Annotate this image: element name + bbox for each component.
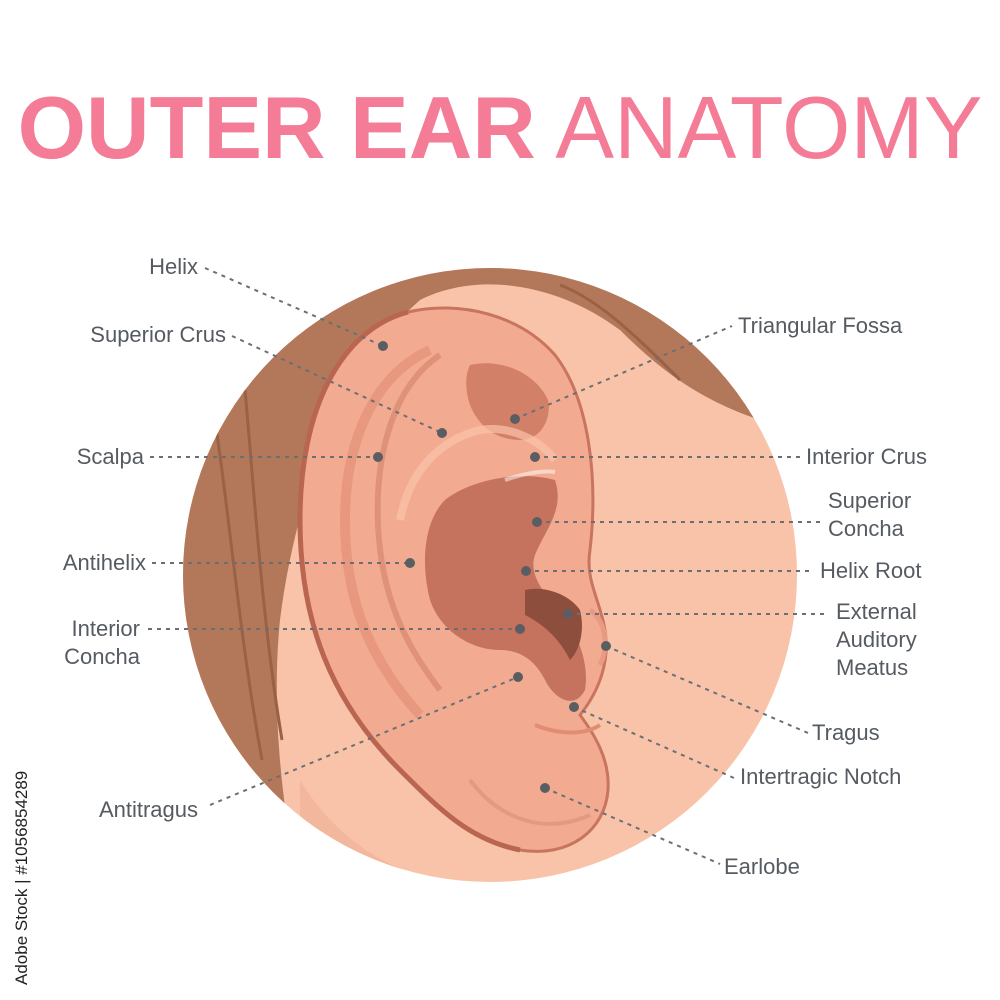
label-interior-concha-line2: Concha [64, 644, 141, 669]
stock-watermark: Adobe Stock | #1056854289 [12, 771, 31, 985]
concha-shape [425, 476, 586, 701]
title-part-light: ANATOMY [555, 78, 983, 177]
title-part-bold: OUTER EAR [17, 78, 536, 177]
label-antihelix: Antihelix [63, 550, 146, 575]
label-helix: Helix [149, 254, 198, 279]
marker-dots [373, 341, 611, 793]
triangular-fossa-shape [466, 363, 549, 440]
label-scalpa: Scalpa [77, 444, 145, 469]
label-antitragus: Antitragus [99, 797, 198, 822]
label-intertragic-notch: Intertragic Notch [740, 764, 901, 789]
ear-canal-shape [525, 588, 582, 660]
label-interior-concha-line1: Interior [72, 616, 140, 641]
label-helix-root: Helix Root [820, 558, 921, 583]
label-superior-concha-line1: Superior [828, 488, 911, 513]
label-eam-line2: Auditory [836, 627, 917, 652]
label-superior-concha-line2: Concha [828, 516, 905, 541]
label-interior-crus: Interior Crus [806, 444, 927, 469]
label-earlobe: Earlobe [724, 854, 800, 879]
label-superior-crus: Superior Crus [90, 322, 226, 347]
diagram-title: OUTER EAR ANATOMY [0, 78, 1000, 178]
label-eam-line1: External [836, 599, 917, 624]
hair [183, 268, 797, 882]
label-tragus: Tragus [812, 720, 880, 745]
leader-lines [148, 267, 828, 865]
label-eam-line3: Meatus [836, 655, 908, 680]
label-triangular-fossa: Triangular Fossa [738, 313, 903, 338]
